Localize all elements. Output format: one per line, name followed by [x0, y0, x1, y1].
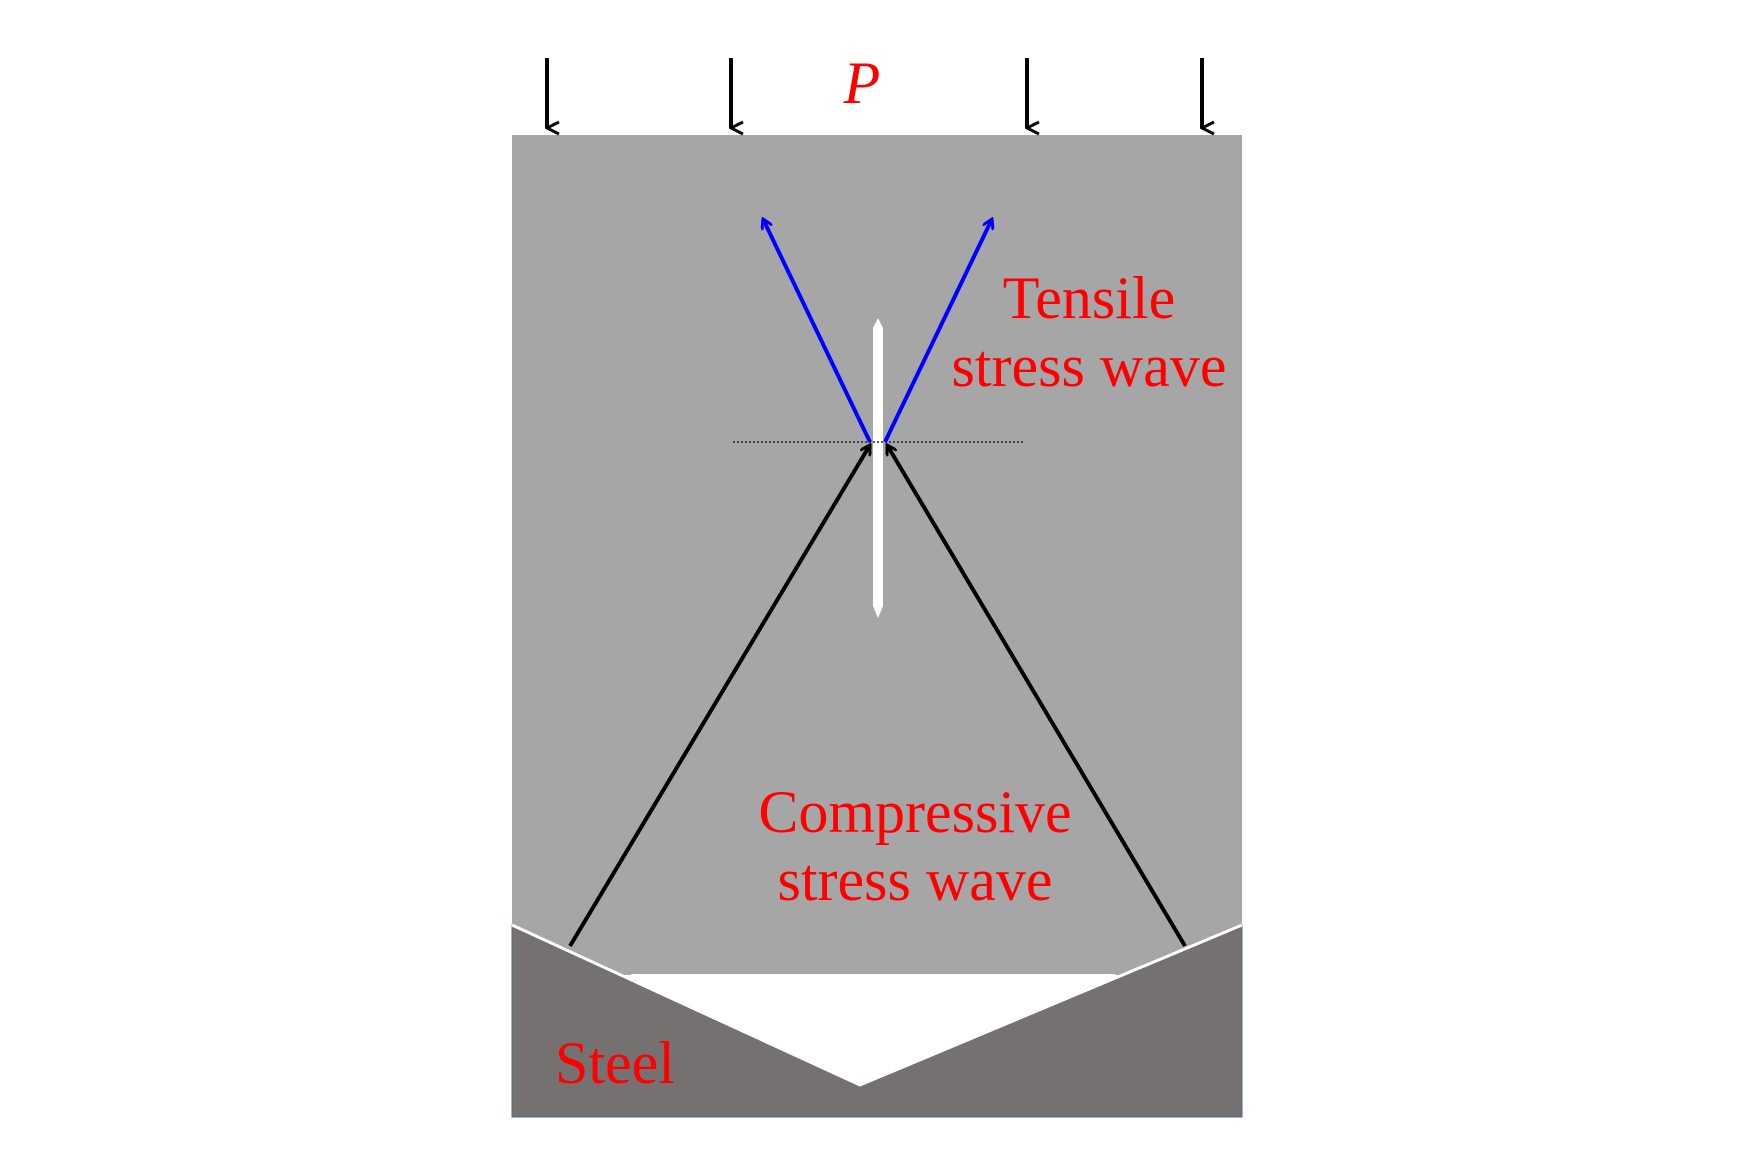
load-label: P: [843, 50, 881, 116]
tensile-label-line1: Tensile: [1003, 265, 1175, 331]
tensile-label-line2: stress wave: [952, 333, 1227, 399]
crack: [873, 318, 883, 618]
steel-top-edge: [511, 923, 1243, 1087]
compressive-label-line1: Compressive: [758, 779, 1071, 845]
compressive-label-line2: stress wave: [778, 847, 1053, 913]
tensile-arrow-right: [883, 219, 992, 443]
tensile-arrow-left: [763, 219, 872, 443]
compressive-arrow-left: [568, 445, 872, 948]
steel-label: Steel: [555, 1030, 675, 1096]
notch-gap: [630, 974, 1116, 1085]
compressive-arrow-right: [885, 445, 1187, 948]
